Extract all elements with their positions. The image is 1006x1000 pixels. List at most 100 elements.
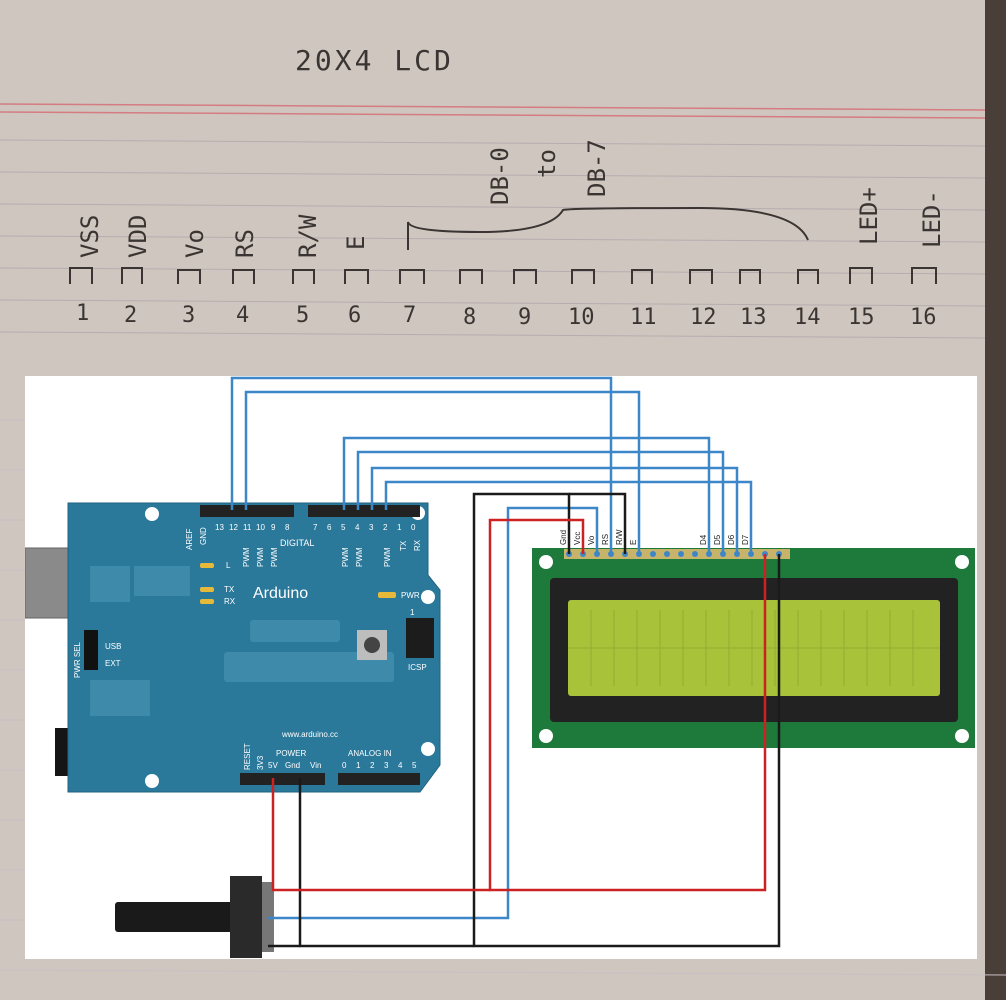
svg-text:TX: TX [399,540,408,551]
svg-text:D6: D6 [727,534,736,545]
pin-boxes [69,267,937,284]
label-rs: RS [231,229,259,258]
svg-text:D7: D7 [741,534,750,545]
pot-shaft [115,902,235,932]
svg-text:E: E [629,540,638,545]
svg-text:6: 6 [348,303,361,328]
svg-text:1: 1 [76,301,89,326]
svg-text:D5: D5 [713,534,722,545]
svg-text:13: 13 [740,305,767,330]
svg-text:4: 4 [236,303,249,328]
label-led-minus: LED- [918,190,946,248]
paper-rules [0,139,986,339]
svg-text:PWM: PWM [270,547,279,567]
svg-text:Vo: Vo [587,535,596,545]
svg-text:10: 10 [568,305,595,330]
icsp-header [406,618,434,658]
svg-text:Vin: Vin [310,761,321,770]
svg-text:15: 15 [848,305,875,330]
svg-text:16: 16 [910,305,937,330]
svg-text:RS: RS [601,534,610,545]
svg-text:5V: 5V [268,761,278,770]
lcd-header [564,549,790,559]
svg-text:9: 9 [518,305,531,330]
svg-text:TX: TX [224,585,235,594]
svg-text:4: 4 [355,523,360,532]
svg-text:USB: USB [105,642,121,651]
svg-text:8: 8 [463,305,476,330]
label-to: to [533,149,561,178]
arduino-logo: Arduino [253,585,308,602]
svg-text:6: 6 [327,523,332,532]
svg-text:4: 4 [398,761,403,770]
label-vdd: VDD [124,215,152,258]
svg-text:www.arduino.cc: www.arduino.cc [281,730,338,739]
svg-text:PWM: PWM [242,547,251,567]
label-e: E [342,236,370,250]
svg-text:12: 12 [229,523,238,532]
svg-text:Gnd: Gnd [285,761,300,770]
svg-text:2: 2 [383,523,388,532]
svg-text:1: 1 [356,761,361,770]
svg-text:5: 5 [296,303,309,328]
pin-numbers: 1 2 3 4 5 6 7 8 9 10 11 12 13 14 15 16 [76,301,937,330]
data-bus-brace [407,206,809,250]
svg-text:3: 3 [182,303,195,328]
svg-text:AREF: AREF [185,529,194,550]
notes-title: 20X4 LCD [295,44,454,77]
arduino-board: AREF GND 13 12 11 10 9 8 7 6 5 4 3 2 1 0… [24,502,441,793]
svg-text:PWM: PWM [341,547,350,567]
svg-text:11: 11 [243,523,252,532]
svg-text:D4: D4 [699,534,708,545]
svg-text:Gnd: Gnd [559,530,568,545]
svg-text:L: L [226,561,231,570]
svg-text:R/W: R/W [615,529,624,545]
svg-text:RESET: RESET [243,743,252,770]
svg-text:PWR: PWR [401,591,420,600]
svg-text:GND: GND [199,527,208,545]
svg-text:ICSP: ICSP [408,663,427,672]
label-vss: VSS [76,215,104,258]
svg-text:3V3: 3V3 [256,755,265,770]
lcd-module: Gnd Vcc Vo RS R/W E D4 D5 D6 D7 [532,529,975,748]
svg-text:5: 5 [341,523,346,532]
svg-text:5: 5 [412,761,417,770]
red-wires [271,518,767,892]
svg-text:7: 7 [403,303,416,328]
svg-text:13: 13 [215,523,224,532]
svg-text:1: 1 [410,608,415,617]
wiring-diagram: AREF GND 13 12 11 10 9 8 7 6 5 4 3 2 1 0… [24,376,975,958]
svg-text:2: 2 [124,303,137,328]
svg-text:RX: RX [224,597,236,606]
svg-text:RX: RX [413,539,422,551]
label-db0: DB-0 [486,147,514,205]
svg-text:PWM: PWM [383,547,392,567]
svg-text:3: 3 [384,761,389,770]
svg-text:14: 14 [794,305,821,330]
svg-text:2: 2 [370,761,375,770]
svg-text:9: 9 [271,523,276,532]
potentiometer [115,876,274,958]
digital-label: DIGITAL [280,538,314,548]
label-rw: R/W [294,214,322,258]
rotated-pin-labels: VSS VDD Vo RS R/W E DB-0 to DB-7 LED+ LE… [76,139,946,258]
svg-text:Vcc: Vcc [573,532,582,545]
svg-text:0: 0 [411,523,416,532]
svg-text:PWM: PWM [256,547,265,567]
svg-text:ANALOG IN: ANALOG IN [348,749,392,758]
svg-text:7: 7 [313,523,318,532]
svg-text:12: 12 [690,305,717,330]
red-margin-lines [0,103,986,119]
svg-text:8: 8 [285,523,290,532]
svg-text:0: 0 [342,761,347,770]
label-db7: DB-7 [583,139,611,197]
svg-text:3: 3 [369,523,374,532]
svg-text:PWM: PWM [355,547,364,567]
svg-text:11: 11 [630,305,657,330]
wiring-diagram-panel: AREF GND 13 12 11 10 9 8 7 6 5 4 3 2 1 0… [24,376,977,959]
svg-text:PWR SEL: PWR SEL [73,641,82,678]
black-wires [268,492,781,948]
svg-text:EXT: EXT [105,659,121,668]
label-led-plus: LED+ [855,187,883,245]
label-vo: Vo [181,229,209,258]
